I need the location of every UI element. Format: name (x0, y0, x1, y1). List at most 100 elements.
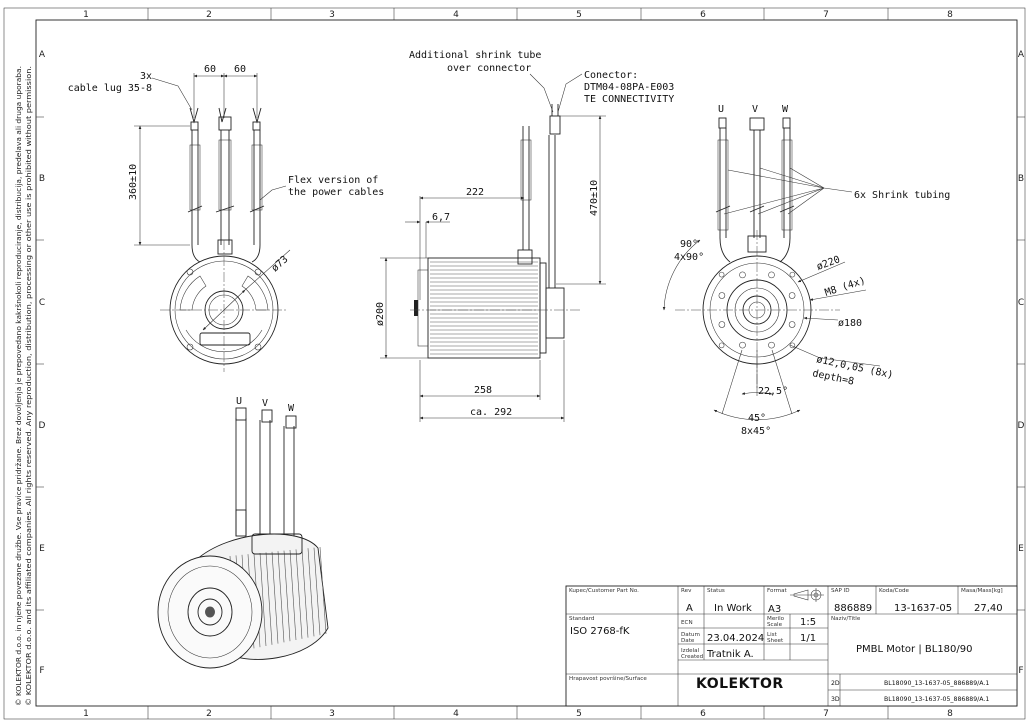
col-label: 8 (947, 10, 953, 20)
dim-cable-length: 360±10 (128, 164, 139, 200)
col-label: 3 (329, 10, 335, 20)
tb-ecn-label: ECN (681, 620, 693, 626)
col-label: 8 (947, 709, 953, 719)
row-label: A (1018, 50, 1025, 60)
col-label: 2 (206, 709, 212, 719)
row-label: C (39, 298, 45, 308)
row-label: E (1018, 544, 1024, 554)
tb-2d-file: BL18090_13-1637-05_886889/A.1 (884, 680, 989, 687)
tb-3d-file: BL18090_13-1637-05_886889/A.1 (884, 696, 989, 703)
tb-created-label-1: Izdelal (681, 648, 700, 654)
copyright-line-en: © KOLEKTOR d.o.o. and its affiliated com… (24, 66, 33, 706)
front-view-cables: 60 60 360±10 3x cable lug 35-8 Flex vers… (68, 64, 384, 372)
row-label: D (1018, 421, 1025, 431)
row-label: F (39, 666, 44, 676)
copyright-notice: © KOLEKTOR d.o.o. in njene povezane druž… (14, 66, 33, 706)
note-flex-1: Flex version of (288, 175, 378, 186)
row-label: F (1018, 666, 1023, 676)
column-labels-top: 1 2 3 4 5 6 7 8 (83, 10, 953, 20)
tb-rev-value: A (686, 603, 693, 614)
tb-customer-part-label: Kupec/Customer Part No. (569, 588, 639, 594)
iso-phase-w: W (288, 403, 295, 414)
dim-470: 470±10 (589, 180, 600, 216)
phase-label-v: V (752, 104, 758, 115)
column-labels-bottom: 1 2 3 4 5 6 7 8 (83, 709, 953, 719)
dim-dia-200: ø200 (375, 302, 386, 326)
note-connector-2: DTM04-08PA-E003 (584, 82, 674, 93)
dim-dia-180: ø180 (838, 318, 862, 329)
tb-mass-value: 27,40 (974, 603, 1003, 614)
note-lug-qty: 3x (140, 71, 152, 82)
note-shrink-tube-2: over connector (447, 63, 531, 74)
drawing-frame (3, 7, 1026, 720)
tb-created-label-2: Created (681, 654, 704, 660)
phase-label-u: U (718, 104, 724, 115)
col-label: 6 (700, 10, 706, 20)
col-label: 4 (453, 709, 459, 719)
col-label: 2 (206, 10, 212, 20)
dim-thread-m8: M8 (4x) (824, 275, 867, 298)
col-label: 5 (576, 10, 582, 20)
tb-surface-label: Hrapavost površine/Surface (569, 675, 647, 682)
tb-title-value: PMBL Motor | BL180/90 (856, 644, 973, 655)
row-label: B (39, 174, 45, 184)
dim-angle-22-5: 22,5° (758, 386, 788, 397)
tb-created-value: Tratnik A. (706, 649, 754, 660)
row-labels-right: A B C D E F (1018, 50, 1025, 676)
tb-status-label: Status (707, 588, 725, 594)
tb-format-label: Format (767, 588, 788, 594)
dim-222: 222 (466, 187, 484, 198)
dim-258: 258 (474, 385, 492, 396)
row-label: D (39, 421, 46, 431)
tb-sheet-label-2: Sheet (767, 638, 784, 644)
tb-status-value: In Work (714, 603, 752, 614)
note-connector-1: Conector: (584, 70, 638, 81)
col-label: 5 (576, 709, 582, 719)
tb-date-label-1: Datum (681, 632, 700, 638)
note-shrink-6x: 6x Shrink tubing (854, 190, 950, 201)
copyright-line-si: © KOLEKTOR d.o.o. in njene povezane druž… (14, 66, 23, 706)
dim-angle-90: 90° (680, 239, 698, 250)
col-label: 1 (83, 709, 89, 719)
tb-mass-label: Masa/Mass[kg] (961, 588, 1003, 594)
dim-angle-4x90: 4x90° (674, 252, 704, 263)
row-label: A (39, 50, 46, 60)
col-label: 4 (453, 10, 459, 20)
col-label: 3 (329, 709, 335, 719)
note-connector-3: TE CONNECTIVITY (584, 94, 674, 105)
tb-standard-label: Standard (569, 616, 595, 622)
note-cable-lug: cable lug 35-8 (68, 83, 152, 94)
iso-phase-v: V (262, 398, 268, 409)
iso-phase-u: U (236, 396, 242, 407)
tb-date-label-2: Date (681, 638, 695, 644)
tb-scale-value: 1:5 (800, 617, 816, 628)
row-label: B (1018, 174, 1024, 184)
isometric-view: U V W (157, 396, 329, 669)
tb-2d-tag: 2D (831, 680, 840, 687)
row-label: E (39, 544, 45, 554)
title-block: Kupec/Customer Part No. Rev A Status In … (565, 585, 1018, 707)
dim-spacing-60a: 60 (204, 64, 216, 75)
col-label: 7 (823, 709, 829, 719)
dim-6-7: 6,7 (432, 212, 450, 223)
note-shrink-tube-1: Additional shrink tube (409, 50, 541, 61)
dim-spacing-60b: 60 (234, 64, 246, 75)
tb-title-label: Naziv/Title (831, 616, 861, 622)
dim-angle-45: 45° (748, 413, 766, 424)
tb-sheet-label-1: List (767, 632, 778, 638)
tb-sap-value: 886889 (834, 603, 872, 614)
side-view: 222 6,7 ø200 258 ca. 292 470±10 Addition… (375, 50, 674, 422)
tb-code-value: 13-1637-05 (894, 603, 952, 614)
col-label: 1 (83, 10, 89, 20)
phase-label-w: W (782, 104, 789, 115)
tb-rev-label: Rev (681, 588, 692, 594)
tb-sheet-value: 1/1 (800, 633, 816, 644)
tb-format-value: A3 (768, 604, 781, 615)
tb-3d-tag: 3D (831, 696, 840, 703)
col-label: 6 (700, 709, 706, 719)
dim-angle-8x45: 8x45° (741, 426, 771, 437)
dim-dia-220: ø220 (815, 254, 841, 273)
col-label: 7 (823, 10, 829, 20)
note-flex-2: the power cables (288, 187, 384, 198)
